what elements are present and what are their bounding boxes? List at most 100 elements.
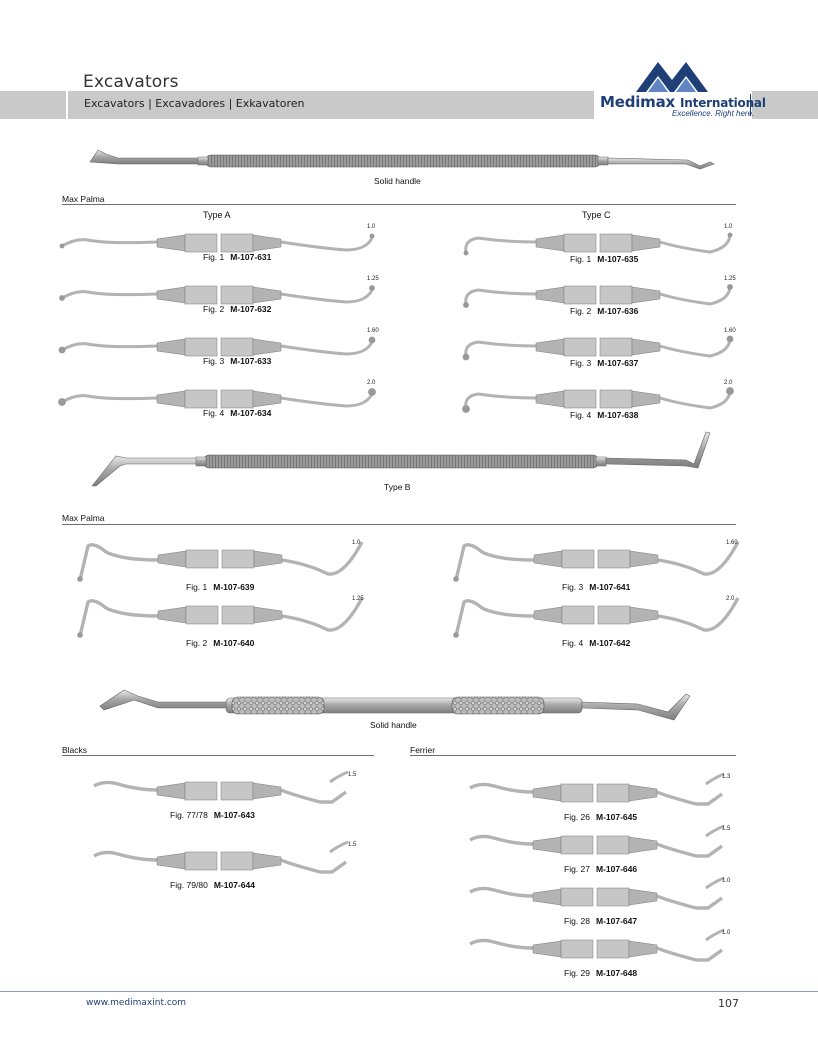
product-code: M-107-642 [589, 638, 631, 648]
tip-size-label: 1.5 [348, 842, 357, 848]
figure-number: Fig. 1 [203, 252, 225, 262]
type-a-label: Type A [203, 210, 231, 220]
product-code: M-107-636 [597, 306, 639, 316]
banner-divider [594, 91, 596, 119]
figure-number: Fig. 28 [564, 916, 590, 926]
product-code: M-107-638 [597, 410, 639, 420]
type-a-item-label: Fig. 4 M-107-634 [203, 408, 271, 418]
section-title-max-palma: Max Palma [62, 194, 105, 204]
tip-size-label: 2.0 [367, 380, 376, 386]
tip-size-label: 1.25 [724, 276, 736, 282]
tip-size-label: 1.25 [367, 276, 379, 282]
product-code: M-107-631 [230, 252, 272, 262]
tip-size-label: 1.0 [722, 930, 731, 936]
type-c-instrument-image [463, 232, 733, 256]
product-code: M-107-643 [213, 810, 255, 820]
type-a-item-label: Fig. 3 M-107-633 [203, 356, 271, 366]
product-code: M-107-637 [597, 358, 639, 368]
type-a-instrument-image [59, 285, 375, 305]
product-code: M-107-648 [596, 968, 638, 978]
page-number: 107 [718, 997, 739, 1010]
ferrier-instrument-image [469, 876, 725, 910]
figure-number: Fig. 3 [562, 582, 584, 592]
type-b-item-label: Fig. 2 M-107-640 [186, 638, 254, 648]
type-c-item-label: Fig. 4 M-107-638 [570, 410, 638, 420]
figure-number: Fig. 4 [203, 408, 225, 418]
brand-name: Medimax International [600, 93, 766, 111]
footer-url[interactable]: www.medimaxint.com [86, 998, 187, 1008]
footer-rule [0, 991, 818, 992]
figure-number: Fig. 1 [570, 254, 592, 264]
banner-divider [66, 91, 68, 119]
figure-number: Fig. 4 [570, 410, 592, 420]
ferrier-instrument-image [469, 928, 725, 962]
type-c-instrument-image [462, 335, 734, 361]
tip-size-label: 1.25 [352, 596, 364, 602]
figure-number: Fig. 1 [186, 582, 208, 592]
handle-caption: Solid handle [374, 176, 421, 186]
product-code: M-107-645 [596, 812, 638, 822]
type-c-label: Type C [582, 210, 611, 220]
figure-number: Fig. 3 [203, 356, 225, 366]
product-code: M-107-646 [596, 864, 638, 874]
tip-size-label: 1.3 [722, 774, 731, 780]
tip-size-label: 1.0 [352, 540, 361, 546]
type-b-item-label: Fig. 3 M-107-641 [562, 582, 630, 592]
type-c-item-label: Fig. 3 M-107-637 [570, 358, 638, 368]
type-a-item-label: Fig. 1 M-107-631 [203, 252, 271, 262]
handle-caption: Solid handle [370, 720, 417, 730]
type-b-instrument-image [91, 431, 711, 487]
type-c-item-label: Fig. 2 M-107-636 [570, 306, 638, 316]
section-rule [62, 755, 374, 756]
product-code: M-107-633 [230, 356, 272, 366]
type-a-instrument-image [58, 388, 376, 409]
type-c-instrument-image [463, 284, 733, 308]
page-subtitle: Excavators | Excavadores | Exkavatoren [84, 97, 305, 110]
product-code: M-107-634 [230, 408, 272, 418]
tip-size-label: 1.60 [726, 540, 738, 546]
blacks-instrument-image [93, 770, 349, 804]
figure-number: Fig. 26 [564, 812, 590, 822]
product-code: M-107-647 [596, 916, 638, 926]
medimax-logo-icon [636, 62, 708, 92]
ferrier-item-label: Fig. 26 M-107-645 [564, 812, 637, 822]
tip-size-label: 1.0 [724, 224, 733, 230]
figure-number: Fig. 3 [570, 358, 592, 368]
type-b-item-instrument-image [77, 541, 364, 582]
type-b-caption: Type B [384, 482, 411, 492]
section-title-ferrier: Ferrier [410, 745, 436, 755]
brand-tagline: Excellence. Right here. [672, 109, 755, 118]
solid-handle-2-instrument-image [99, 689, 691, 721]
product-code: M-107-641 [589, 582, 631, 592]
tip-size-label: 1.0 [722, 878, 731, 884]
logo-box [596, 91, 752, 119]
ferrier-instrument-image [469, 824, 725, 858]
figure-number: Fig. 2 [570, 306, 592, 316]
tip-size-label: 2.0 [726, 596, 735, 602]
blacks-instrument-image [93, 840, 349, 874]
tip-size-label: 1.60 [724, 328, 736, 334]
section-rule [410, 755, 736, 756]
section-rule [62, 204, 736, 205]
type-b-item-instrument-image [453, 541, 740, 582]
product-code: M-107-640 [213, 638, 255, 648]
type-b-item-label: Fig. 4 M-107-642 [562, 638, 630, 648]
figure-number: Fig. 4 [562, 638, 584, 648]
ferrier-instrument-image [469, 772, 725, 806]
type-c-instrument-image [462, 387, 734, 413]
figure-number: Fig. 29 [564, 968, 590, 978]
figure-number: Fig. 79/80 [170, 880, 208, 890]
tip-size-label: 1.5 [722, 826, 731, 832]
type-a-instrument-image [58, 336, 376, 357]
tip-size-label: 2.0 [724, 380, 733, 386]
figure-number: Fig. 77/78 [170, 810, 208, 820]
section-title-max-palma-2: Max Palma [62, 513, 105, 523]
figure-number: Fig. 2 [186, 638, 208, 648]
section-rule [62, 524, 736, 525]
figure-number: Fig. 2 [203, 304, 225, 314]
